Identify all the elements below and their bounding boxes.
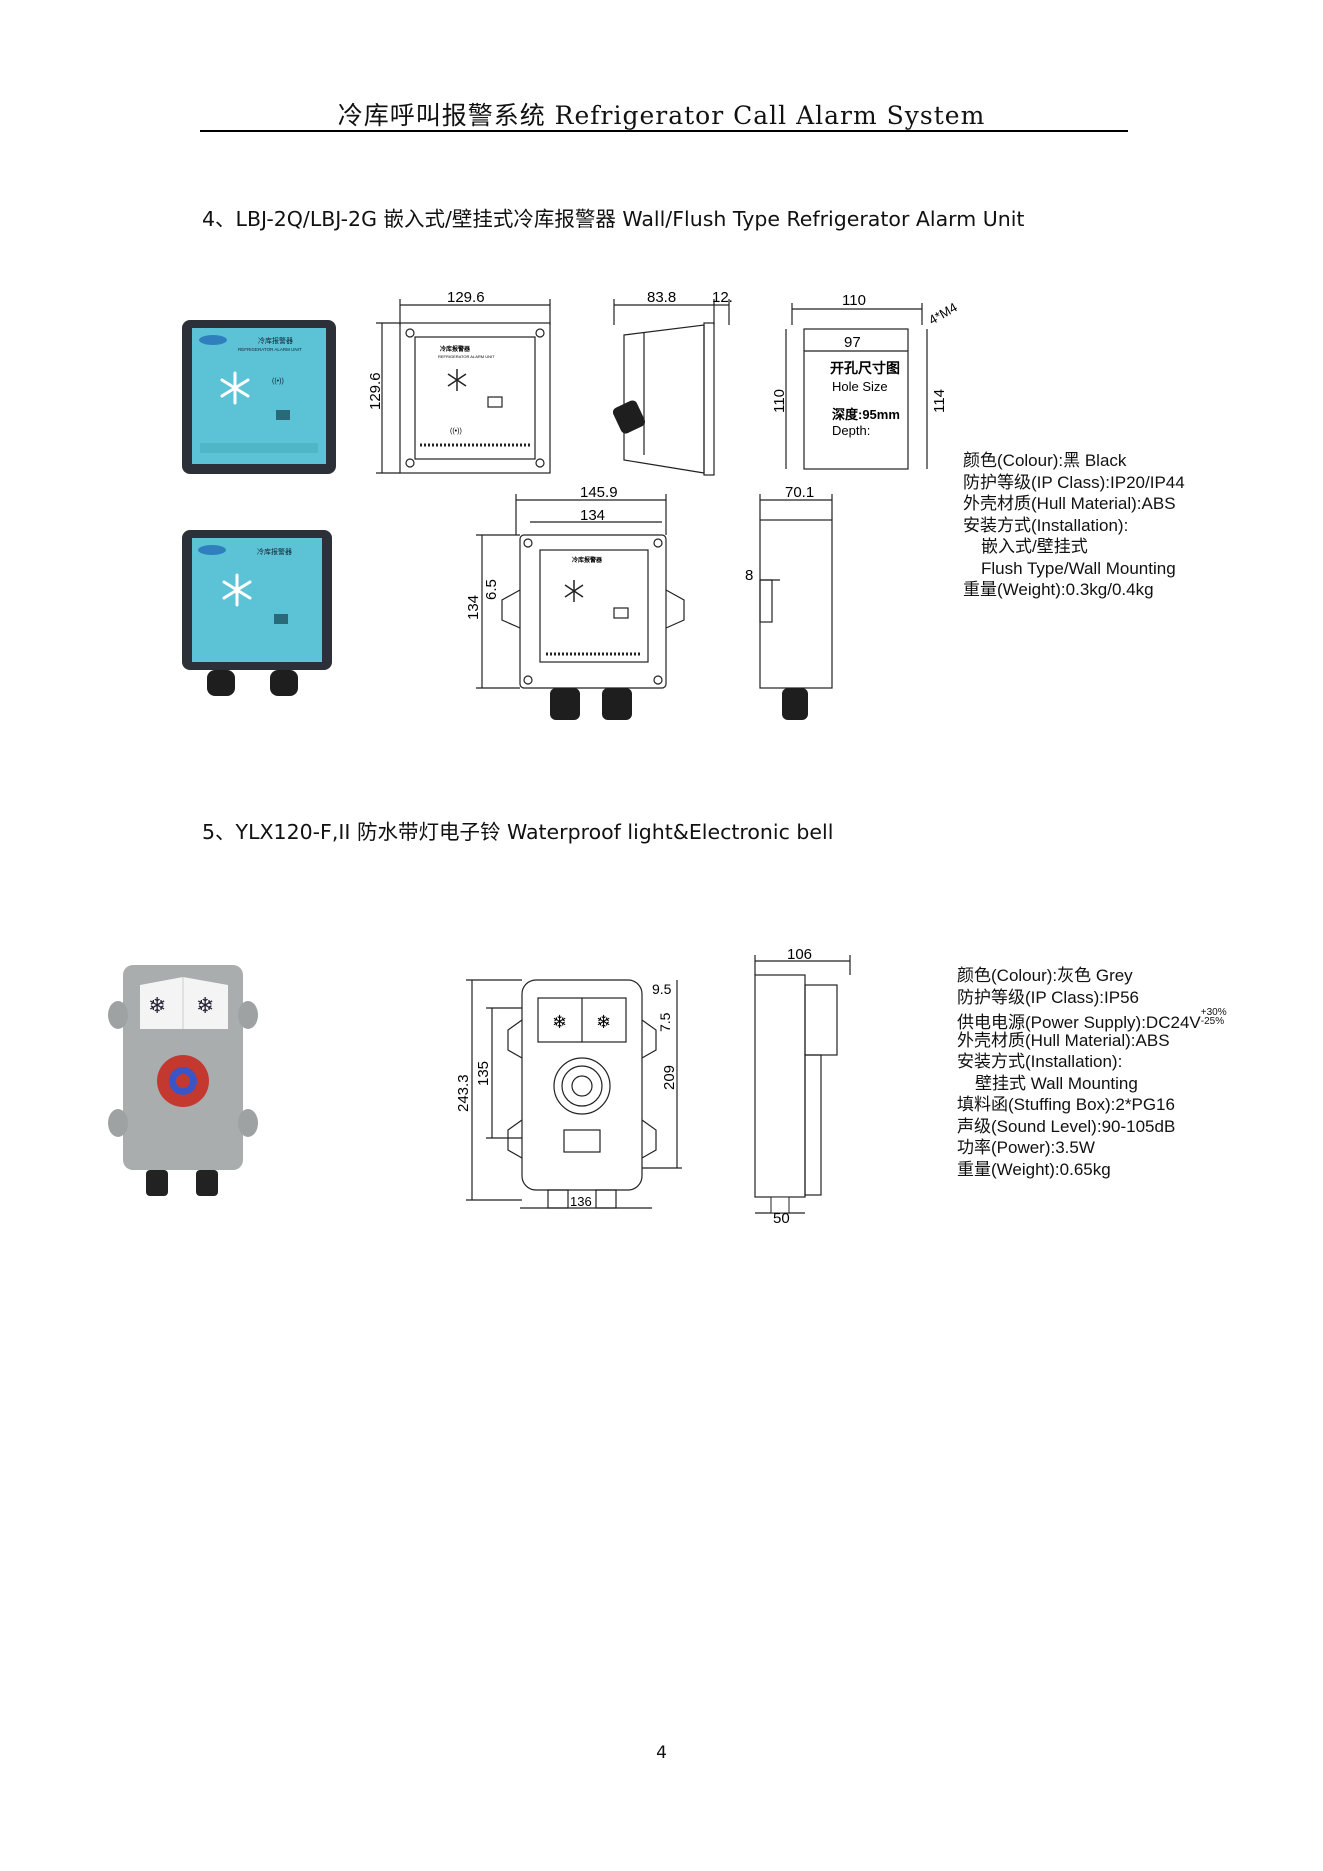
spec-ip-class: 防护等级(IP Class):IP20/IP44 [963,472,1185,492]
hole-depth-en: Depth: [832,423,870,438]
dim-hole-screw: 4*M4 [926,299,960,327]
snowflake-icon [564,580,584,602]
spec-colour: 颜色(Colour):灰色 Grey [957,966,1133,985]
hole-label-cn: 开孔尺寸图 [830,360,900,376]
photo-panel-title: 冷库报警器 [258,336,293,345]
section-5-title: 5、YLX120-F,II 防水带灯电子铃 Waterproof light&E… [202,820,834,844]
svg-text:冷库报警器: 冷库报警器 [257,547,292,556]
dim-front-width: 129.6 [447,289,485,306]
drawing-panel-subtitle: REFRIGERATOR ALARM UNIT [438,354,495,359]
section-4-product-photos: 冷库报警器 REFRIGERATOR ALARM UNIT ((•)) 冷库报警… [182,320,336,696]
dim-bell-bottom-width: 136 [570,1194,592,1209]
spec-installation: 安装方式(Installation): [957,1052,1123,1071]
spec-stuffing-box: 填料函(Stuffing Box):2*PG16 [957,1095,1175,1114]
spec-hull-material: 外壳材质(Hull Material):ABS [957,1030,1170,1050]
snowflake-icon: ❄ [148,993,166,1018]
spec-installation: 安装方式(Installation): [963,515,1129,535]
dim-wall-tab: 6.5 [483,579,500,600]
dim-hole-inner: 97 [844,334,861,351]
hole-depth-cn: 深度:95mm [832,407,900,422]
dim-side-depth: 83.8 [647,289,676,306]
snowflake-icon [220,371,250,405]
snowflake-icon: ❄ [196,993,214,1018]
spec-power: 功率(Power):3.5W [957,1138,1095,1157]
dim-hole-outer: 110 [842,292,866,309]
snowflake-icon: ❄ [596,1012,611,1032]
dim-wall-outer: 145.9 [580,484,618,501]
dim-hole-right: 114 [931,389,948,413]
svg-text:((•)): ((•)) [272,378,284,385]
snowflake-icon: ❄ [552,1012,567,1032]
dim-bell-side-bottom: 50 [773,1210,790,1225]
flush-front-drawing: 129.6 129.6 冷库报警器 REFRIGERATOR ALARM UNI… [370,289,551,474]
dim-bell-side-depth: 106 [787,946,812,963]
spec-weight: 重量(Weight):0.3kg/0.4kg [963,580,1154,599]
section-4-specs: 颜色(Colour):黑 Black 防护等级(IP Class):IP20/I… [963,450,1185,601]
wall-unit-photo: 冷库报警器 [182,530,332,696]
dim-hole-left: 110 [771,389,788,413]
dim-bell-top-gap2: 7.5 [657,1012,673,1032]
spec-installation-value: 壁挂式 Wall Mounting [975,1073,1138,1093]
bell-side-drawing: 106 50 [754,946,851,1225]
dim-side-flange: 12.1 [712,289,734,306]
spec-sound-level: 声级(Sound Level):90-105dB [957,1116,1176,1136]
hole-label-en: Hole Size [832,379,888,394]
flush-side-drawing: 83.8 12.1 [612,289,734,476]
dim-wall-inner: 134 [580,507,605,524]
dim-wall-side-depth: 70.1 [785,484,814,501]
wall-front-drawing: 145.9 134 134 6.5 冷库报警器 [465,484,685,720]
page-number: 4 [656,1743,667,1763]
spec-power-supply: 供电电源(Power Supply):DC24V+30%-25% [957,1007,1227,1033]
document-header-title: 冷库呼叫报警系统 Refrigerator Call Alarm System [337,101,986,130]
tolerance-plus: +30% [1200,1007,1227,1018]
bell-front-drawing: ❄ ❄ 243.3 135 209 9.5 7.5 136 [455,979,682,1209]
section-5-specs: 颜色(Colour):灰色 Grey 防护等级(IP Class):IP56 供… [957,965,1227,1180]
snowflake-icon [447,369,467,391]
spec-installation-en: Flush Type/Wall Mounting [981,558,1176,578]
dim-wall-side-small: 8 [745,567,753,584]
electronic-bell-photo: ❄ ❄ [108,965,258,1196]
svg-text:冷库报警器: 冷库报警器 [572,556,603,564]
dim-front-height: 129.6 [370,372,384,410]
tolerance-minus: -25% [1200,1016,1225,1027]
wall-side-drawing: 70.1 8 [745,484,833,720]
dim-bell-top-gap: 9.5 [652,981,672,997]
flush-unit-photo: 冷库报警器 REFRIGERATOR ALARM UNIT ((•)) [182,320,336,474]
header-rule [200,130,1128,132]
spec-hull-material: 外壳材质(Hull Material):ABS [963,494,1176,513]
svg-text:((•)): ((•)) [450,428,462,435]
spec-weight: 重量(Weight):0.65kg [957,1159,1111,1179]
dim-bell-height-inner: 135 [475,1061,492,1086]
dim-bell-height-right: 209 [661,1065,678,1090]
section-4-title: 4、LBJ-2Q/LBJ-2G 嵌入式/壁挂式冷库报警器 Wall/Flush … [202,207,1025,231]
hole-size-drawing: 110 97 4*M4 110 114 开孔尺寸图 Hole Size 深度:9… [771,292,960,470]
photo-panel-subtitle: REFRIGERATOR ALARM UNIT [238,347,302,352]
spec-ip-class: 防护等级(IP Class):IP56 [957,987,1140,1007]
dim-wall-height: 134 [465,595,482,620]
dim-bell-height-total: 243.3 [455,1074,472,1112]
snowflake-icon [222,573,252,607]
spec-installation-cn: 嵌入式/壁挂式 [981,537,1088,556]
spec-colour: 颜色(Colour):黑 Black [963,451,1127,470]
drawing-panel-title: 冷库报警器 [440,345,471,353]
